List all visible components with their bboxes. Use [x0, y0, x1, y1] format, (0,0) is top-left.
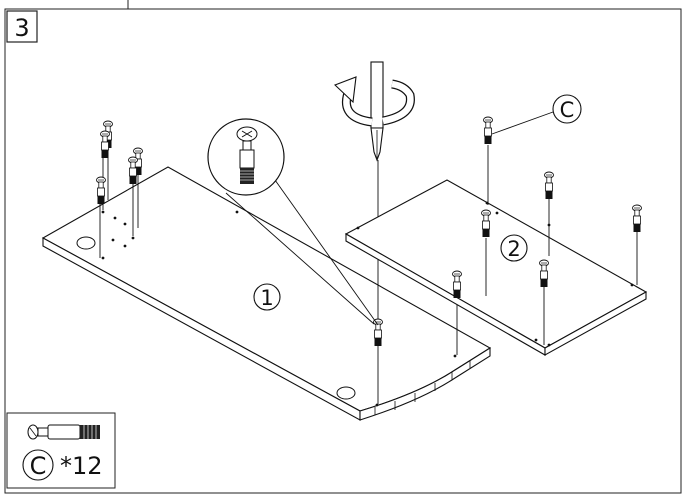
clockwise-arrow-icon	[333, 76, 415, 127]
step-number: 3	[14, 14, 29, 42]
cam-bolt-icon	[96, 176, 106, 205]
step-number-box: 3	[6, 10, 38, 43]
legend-letter: C	[30, 452, 47, 480]
hardware-legend: C *12	[6, 412, 116, 489]
cam-bolt-icon	[373, 318, 383, 347]
cam-bolt-icon	[100, 130, 110, 159]
zoom-detail	[207, 118, 379, 326]
cam-bolt-icon	[481, 209, 491, 238]
legend-quantity: *12	[60, 452, 103, 480]
panel-2-label: 2	[507, 237, 520, 261]
panel-1-label: 1	[260, 286, 273, 310]
cam-bolt-icon	[483, 116, 493, 145]
cam-bolt-icon	[544, 171, 554, 200]
cam-bolt-icon	[452, 270, 462, 299]
callout-c-label: C	[560, 98, 575, 122]
cam-bolt-icon	[539, 259, 549, 288]
cam-bolt-icon	[128, 156, 138, 185]
callout-c: C	[491, 94, 582, 135]
page-border	[4, 8, 682, 494]
panel-1: 1	[41, 140, 492, 421]
panel-2: 2	[344, 145, 648, 356]
cam-bolt-icon	[632, 204, 642, 233]
cam-bolt-icon	[27, 424, 100, 440]
screwdriver-icon	[370, 61, 384, 162]
